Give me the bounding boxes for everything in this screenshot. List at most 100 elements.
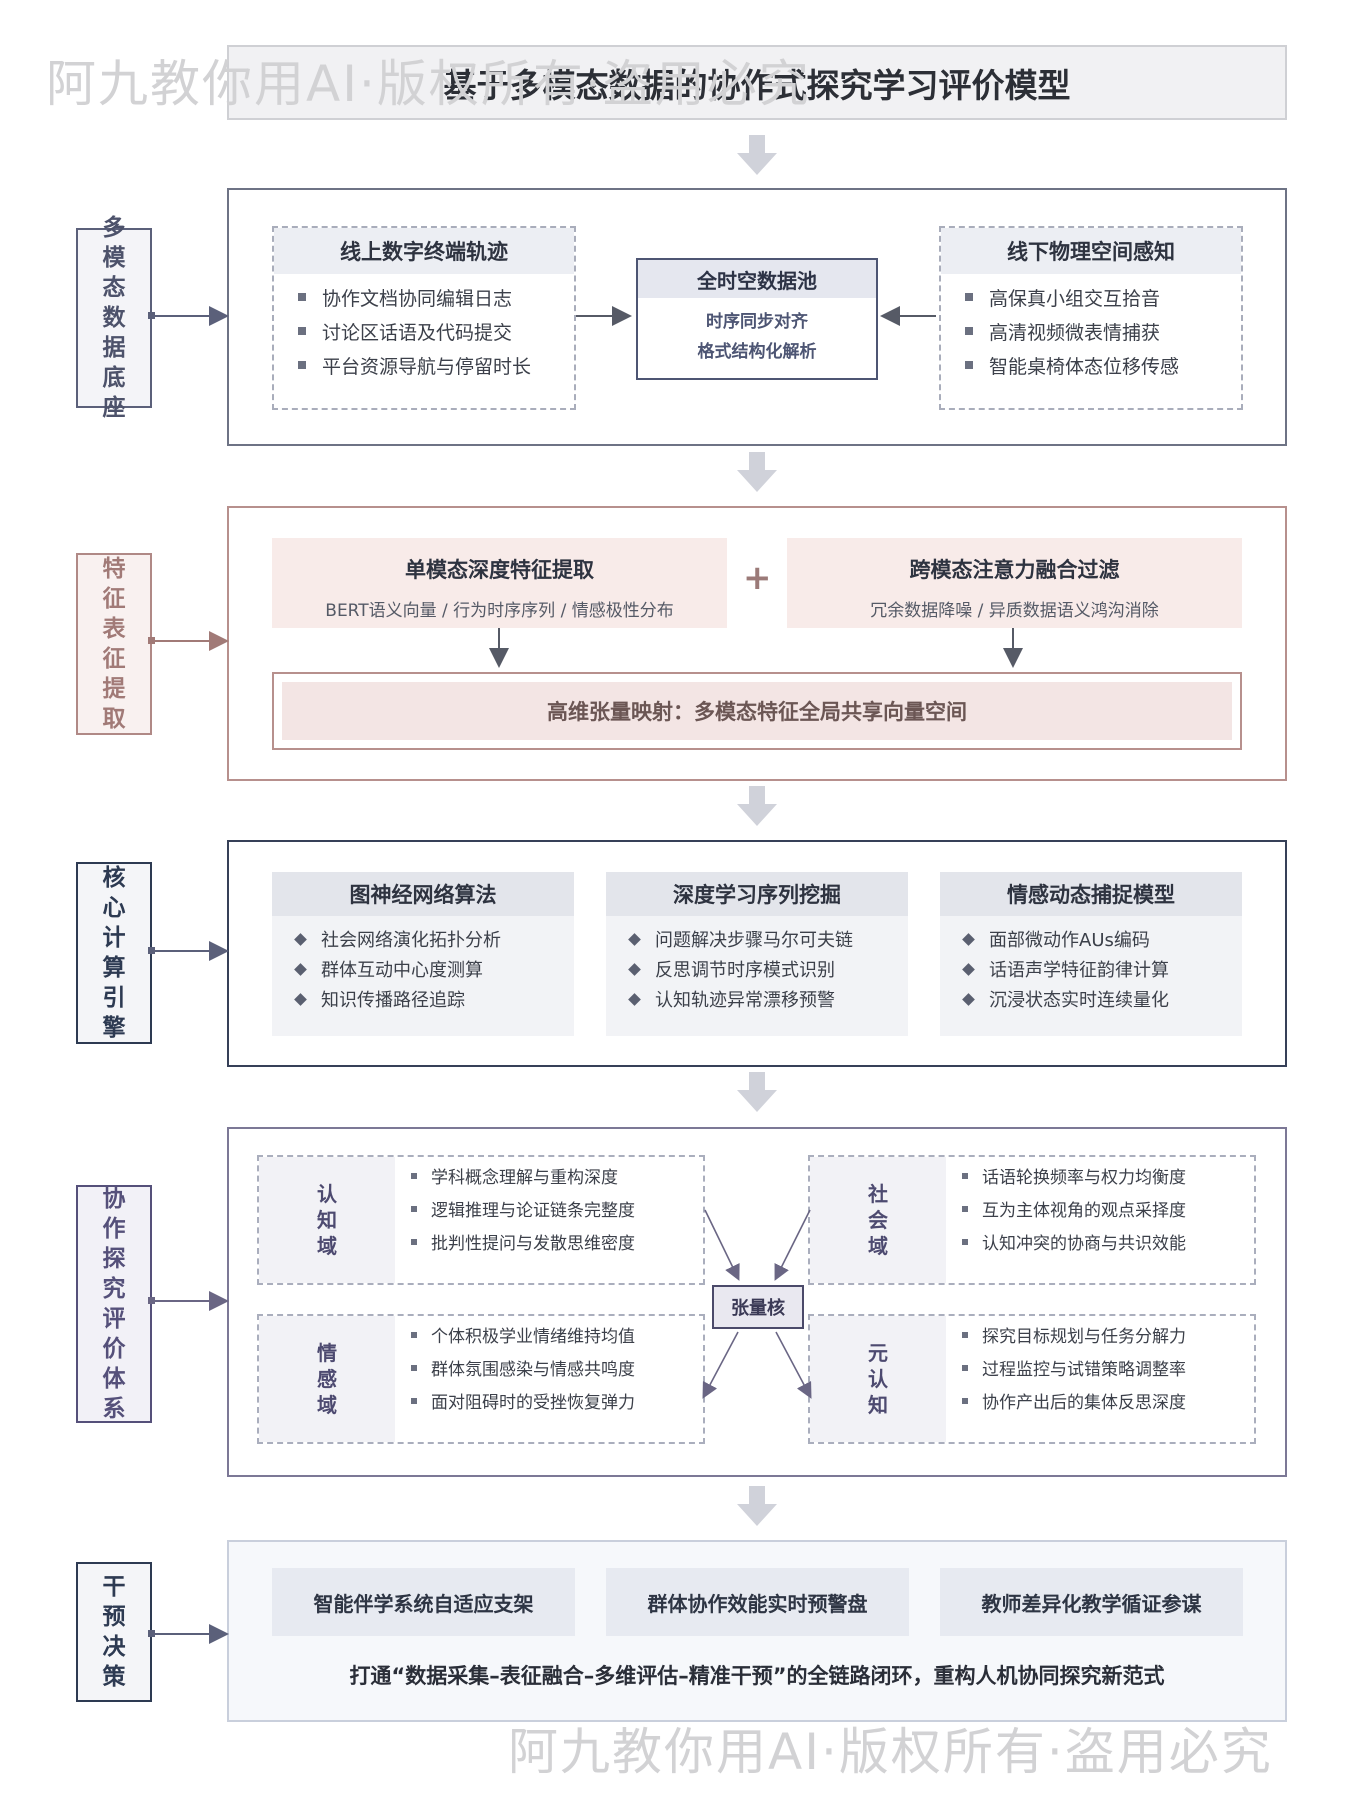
list-item: 批判性提问与发散思维密度 <box>395 1225 635 1258</box>
cross-modal-box: 跨模态注意力融合过滤 冗余数据降噪 / 异质数据语义鸿沟消除 <box>787 538 1242 628</box>
side-connector-2 <box>148 631 229 651</box>
metacognition-domain-box: 元 认 知 探究目标规划与任务分解力 过程监控与试错策略调整率 协作产出后的集体… <box>808 1314 1256 1444</box>
tensor-mapping-text: 高维张量映射：多模态特征全局共享向量空间 <box>282 682 1232 740</box>
online-trace-box: 线上数字终端轨迹 协作文档协同编辑日志 讨论区话语及代码提交 平台资源导航与停留… <box>272 226 576 410</box>
list-item: 社会网络演化拓扑分析 <box>272 924 574 954</box>
side-connector-5 <box>148 1624 229 1644</box>
label-char: 策 <box>102 1664 126 1690</box>
list-item: 个体积极学业情绪维持均值 <box>395 1318 635 1351</box>
side-connector-3 <box>148 941 229 961</box>
label-char: 干 <box>102 1574 126 1600</box>
tensor-mapping-box: 高维张量映射：多模态特征全局共享向量空间 <box>272 672 1242 750</box>
list-item: 问题解决步骤马尔可夫链 <box>606 924 908 954</box>
list-item: 高清视频微表情捕获 <box>941 314 1241 348</box>
list-item: 互为主体视角的观点采择度 <box>946 1192 1186 1225</box>
offline-sensing-title: 线下物理空间感知 <box>941 228 1241 274</box>
layer-label-evaluation: 协 作 探 究 评 价 体 系 <box>76 1185 152 1423</box>
watermark-bottom: 阿九教你用AI·版权所有·盗用必究 <box>508 1723 1273 1781</box>
list-item: 逻辑推理与论证链条完整度 <box>395 1192 635 1225</box>
layer-label-data-base: 多 模 态 数 据 底 座 <box>76 215 152 421</box>
list-item: 面对阻碍时的受挫恢复弹力 <box>395 1384 635 1417</box>
deep-learning-title: 深度学习序列挖掘 <box>606 872 908 916</box>
single-modal-sub: BERT语义向量 / 行为时序序列 / 情感极性分布 <box>325 601 674 621</box>
online-trace-title: 线上数字终端轨迹 <box>274 228 574 274</box>
label-char: 征 <box>102 646 126 672</box>
label-char: 多 <box>102 215 126 241</box>
offline-sensing-box: 线下物理空间感知 高保真小组交互拾音 高清视频微表情捕获 智能桌椅体态位移传感 <box>939 226 1243 410</box>
intervention-box-1: 智能伴学系统自适应支架 <box>272 1568 575 1636</box>
label-char: 作 <box>102 1216 126 1242</box>
list-item: 话语声学特征韵律计算 <box>940 954 1242 984</box>
list-item: 智能桌椅体态位移传感 <box>941 348 1241 382</box>
gnn-box: 图神经网络算法 社会网络演化拓扑分析 群体互动中心度测算 知识传播路径追踪 <box>272 872 574 1036</box>
label-char: 系 <box>102 1396 126 1422</box>
label-char: 价 <box>102 1336 126 1362</box>
plus-sign: + <box>743 558 772 598</box>
list-item: 群体氛围感染与情感共鸣度 <box>395 1351 635 1384</box>
label-char: 预 <box>102 1604 126 1630</box>
label-char: 取 <box>102 706 126 732</box>
label-char: 征 <box>102 586 126 612</box>
cross-modal-sub: 冗余数据降噪 / 异质数据语义鸿沟消除 <box>870 601 1159 621</box>
label-char: 体 <box>102 1366 126 1392</box>
side-connector-4 <box>148 1291 229 1311</box>
down-arrow-3 <box>737 786 777 826</box>
data-pool-line: 时序同步对齐 <box>706 312 808 332</box>
layer-label-intervention: 干 预 决 策 <box>76 1562 152 1702</box>
data-pool-line: 格式结构化解析 <box>697 342 817 362</box>
list-item: 协作产出后的集体反思深度 <box>946 1384 1186 1417</box>
layer-label-engine: 核 心 计 算 引 擎 <box>76 862 152 1044</box>
watermark-top: 阿九教你用AI·版权所有·盗用必究 <box>46 55 811 113</box>
label-char: 模 <box>102 245 126 271</box>
label-char: 评 <box>102 1306 126 1332</box>
label-char: 据 <box>102 335 126 361</box>
list-item: 认知轨迹异常漂移预警 <box>606 984 908 1014</box>
label-char: 特 <box>102 556 126 582</box>
label-char: 算 <box>102 955 126 981</box>
cognitive-domain-label: 认 知 域 <box>259 1157 395 1283</box>
list-item: 话语轮换频率与权力均衡度 <box>946 1159 1186 1192</box>
label-char: 表 <box>102 616 126 642</box>
list-item: 沉浸状态实时连续量化 <box>940 984 1242 1014</box>
list-item: 知识传播路径追踪 <box>272 984 574 1014</box>
label-char: 协 <box>102 1186 126 1212</box>
label-char: 态 <box>102 275 126 301</box>
single-modal-box: 单模态深度特征提取 BERT语义向量 / 行为时序序列 / 情感极性分布 <box>272 538 727 628</box>
deep-learning-box: 深度学习序列挖掘 问题解决步骤马尔可夫链 反思调节时序模式识别 认知轨迹异常漂移… <box>606 872 908 1036</box>
side-connector-1 <box>148 306 229 326</box>
label-char: 计 <box>102 925 126 951</box>
label-char: 究 <box>102 1276 126 1302</box>
list-item: 反思调节时序模式识别 <box>606 954 908 984</box>
label-char: 探 <box>102 1246 126 1272</box>
list-item: 面部微动作AUs编码 <box>940 924 1242 954</box>
label-char: 数 <box>102 305 126 331</box>
list-item: 协作文档协同编辑日志 <box>274 280 574 314</box>
label-char: 引 <box>102 985 126 1011</box>
affective-domain-box: 情 感 域 个体积极学业情绪维持均值 群体氛围感染与情感共鸣度 面对阻碍时的受挫… <box>257 1314 705 1444</box>
list-item: 学科概念理解与重构深度 <box>395 1159 635 1192</box>
label-char: 心 <box>102 895 126 921</box>
cognitive-domain-box: 认 知 域 学科概念理解与重构深度 逻辑推理与论证链条完整度 批判性提问与发散思… <box>257 1155 705 1285</box>
label-char: 座 <box>102 395 126 421</box>
tensor-core: 张量核 <box>712 1285 804 1329</box>
intervention-box-2: 群体协作效能实时预警盘 <box>606 1568 909 1636</box>
gnn-title: 图神经网络算法 <box>272 872 574 916</box>
down-arrow-4 <box>737 1072 777 1112</box>
label-char: 核 <box>102 865 126 891</box>
label-char: 底 <box>102 365 126 391</box>
list-item: 讨论区话语及代码提交 <box>274 314 574 348</box>
metacognition-domain-label: 元 认 知 <box>810 1316 946 1442</box>
label-char: 擎 <box>102 1015 126 1041</box>
affective-domain-label: 情 感 域 <box>259 1316 395 1442</box>
page-title: 基于多模态数据的协作式探究学习评价模型 <box>227 45 1287 120</box>
intervention-box-3: 教师差异化教学循证参谋 <box>940 1568 1243 1636</box>
social-domain-box: 社 会 域 话语轮换频率与权力均衡度 互为主体视角的观点采择度 认知冲突的协商与… <box>808 1155 1256 1285</box>
down-arrow-1 <box>737 135 777 175</box>
emotion-model-box: 情感动态捕捉模型 面部微动作AUs编码 话语声学特征韵律计算 沉浸状态实时连续量… <box>940 872 1242 1036</box>
closing-summary: 打通“数据采集–表征融合–多维评估–精准干预”的全链路闭环，重构人机协同探究新范… <box>349 1664 1165 1688</box>
social-domain-label: 社 会 域 <box>810 1157 946 1283</box>
list-item: 群体互动中心度测算 <box>272 954 574 984</box>
data-pool-box: 全时空数据池 时序同步对齐 格式结构化解析 <box>636 258 878 380</box>
list-item: 探究目标规划与任务分解力 <box>946 1318 1186 1351</box>
down-arrow-5 <box>737 1486 777 1526</box>
